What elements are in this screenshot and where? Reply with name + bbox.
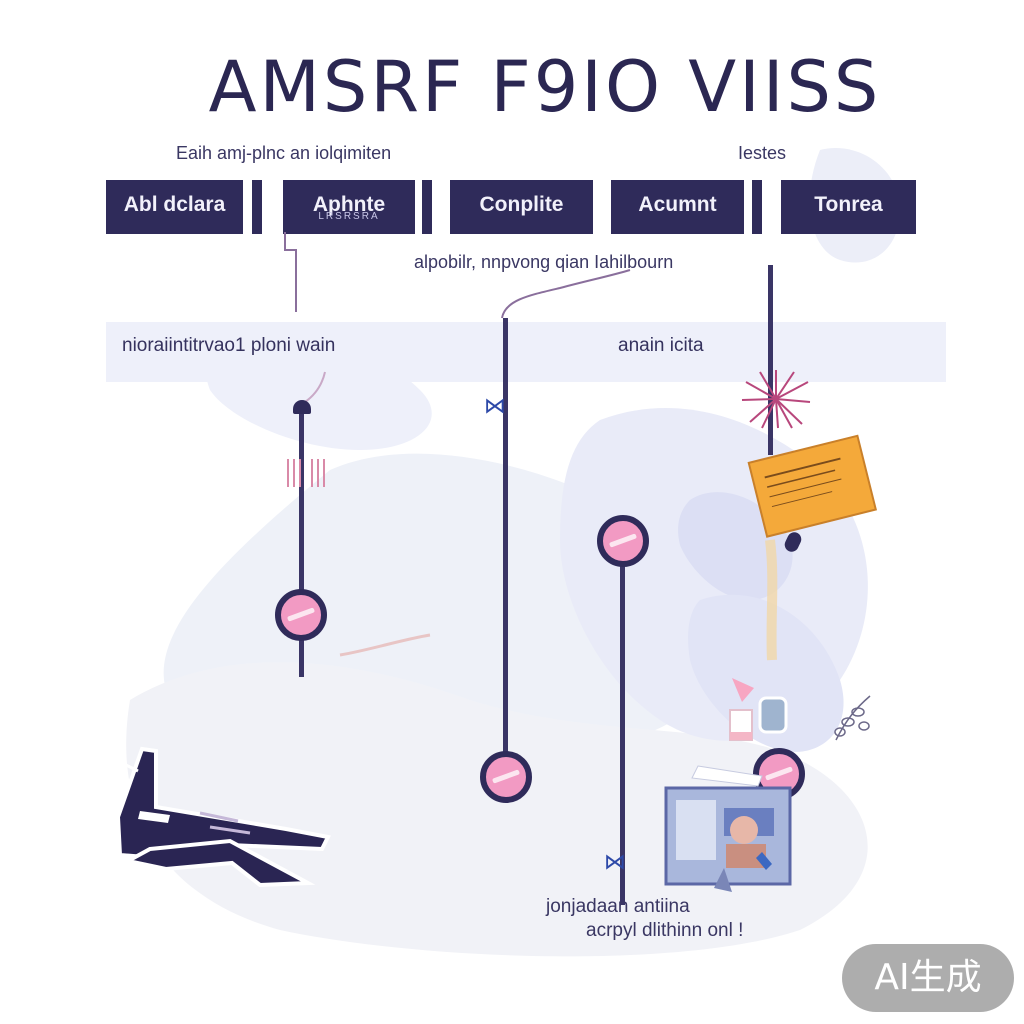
ai-generated-badge-text: AI生成 <box>874 957 982 998</box>
tab-3[interactable]: Conplite <box>450 180 593 234</box>
sprig-icon <box>834 695 871 741</box>
tally-icon <box>287 459 325 487</box>
wing-illustration <box>115 746 331 888</box>
timeline-line-1 <box>299 405 304 677</box>
caption-middle: alpobilr, nnpvong qian Iahilbourn <box>414 252 674 272</box>
caption-top-right: Iestes <box>738 143 787 163</box>
info-band <box>106 322 946 382</box>
bottom-caption-line-1: jonjadaan antiina <box>546 896 690 917</box>
bow-icon: ⋈ <box>604 849 626 874</box>
tab-5-label: Tonrea <box>814 193 883 216</box>
band-text-left: nioraiintitrvao1 ploni wain <box>122 335 336 356</box>
tab-divider <box>252 180 262 234</box>
caption-top-left: Eaih amj-plnc an iolqimiten <box>176 143 392 163</box>
bow-icon: ⋈ <box>484 393 506 418</box>
timeline-node[interactable] <box>275 589 327 641</box>
tab-2-label: Aphnte <box>312 193 386 216</box>
tab-divider <box>422 180 432 234</box>
band-text-right: anain icita <box>618 335 704 356</box>
bottom-caption-line-2: acrpyl dlithinn onl ! <box>586 920 744 941</box>
timeline-line-3 <box>620 555 625 905</box>
ai-generated-badge: AI生成 <box>842 944 1014 1012</box>
workspace-illustration <box>664 765 792 892</box>
timeline-node[interactable] <box>597 515 649 567</box>
note-card-icon <box>747 434 878 538</box>
tab-2-sublabel: LRSRSRA <box>318 211 380 222</box>
tab-4-label: Acumnt <box>638 193 717 216</box>
tab-5[interactable]: Tonrea <box>781 180 916 234</box>
tab-2[interactable]: Aphnte LRSRSRA <box>283 180 415 234</box>
tab-4[interactable]: Acumnt <box>611 180 744 234</box>
tab-divider <box>752 180 762 234</box>
timeline-line-2 <box>503 318 508 758</box>
pin-icon <box>293 400 311 414</box>
timeline-node[interactable] <box>480 751 532 803</box>
tab-1-label: Abl dclara <box>123 193 226 216</box>
tab-3-label: Conplite <box>479 193 564 216</box>
burst-icon <box>741 370 811 429</box>
timeline-line-4 <box>768 265 773 455</box>
bottle-icon <box>729 678 788 741</box>
page-title: AMSRF F9IO VIISS <box>208 46 882 128</box>
tab-1[interactable]: Abl dclara <box>106 180 243 234</box>
